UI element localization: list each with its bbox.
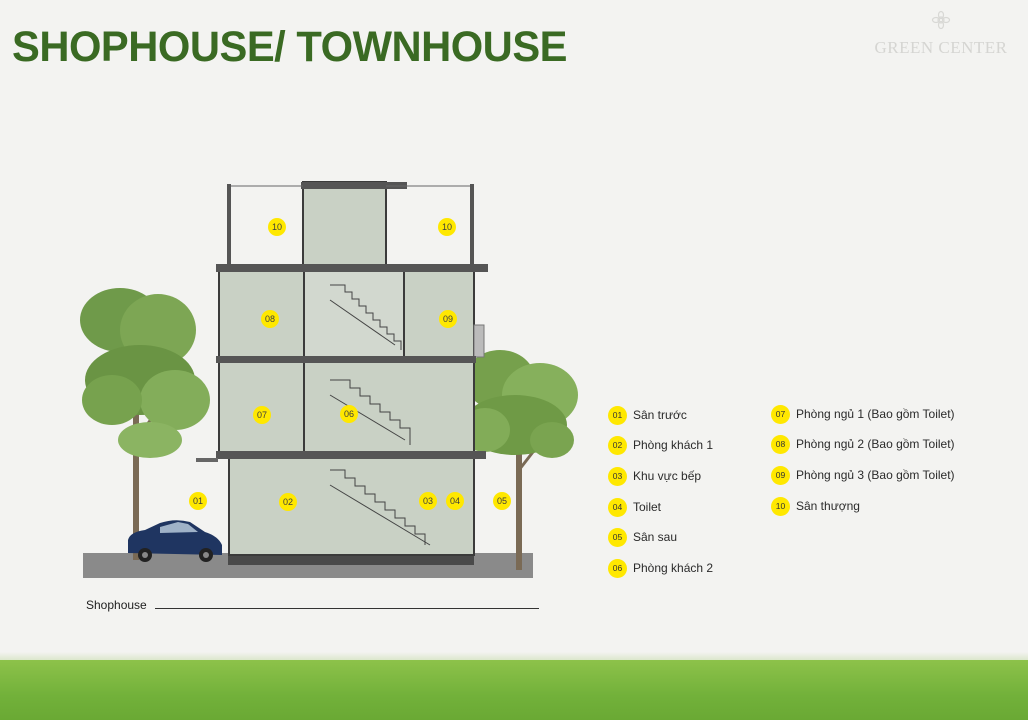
legend-label: Phòng ngủ 2 (Bao gồm Toilet) xyxy=(796,437,955,451)
page-title: SHOPHOUSE/ TOWNHOUSE xyxy=(12,23,568,71)
legend-label: Khu vực bếp xyxy=(633,469,702,483)
legend-item: 07 Phòng ngủ 1 (Bao gồm Toilet) xyxy=(771,403,955,425)
tree-icon xyxy=(460,350,578,570)
svg-text:02: 02 xyxy=(283,497,293,507)
diagram-caption: Shophouse xyxy=(86,598,147,612)
legend-badge: 10 xyxy=(771,496,790,516)
legend-label: Sân trước xyxy=(633,408,687,422)
svg-text:05: 05 xyxy=(497,496,507,506)
marker-02: 02 xyxy=(279,493,297,511)
marker-01: 01 xyxy=(189,492,207,510)
legend-label: Phòng ngủ 3 (Bao gồm Toilet) xyxy=(796,468,955,482)
slab-roof xyxy=(216,264,488,272)
legend-item: 09 Phòng ngủ 3 (Bao gồm Toilet) xyxy=(771,464,955,486)
roof-railing-right xyxy=(470,184,474,268)
marker-05: 05 xyxy=(493,492,511,510)
slab-3 xyxy=(216,356,476,363)
roof-stair-room xyxy=(302,181,387,269)
building-section xyxy=(196,181,488,556)
legend-item: 06 Phòng khách 2 xyxy=(608,557,713,579)
legend-item: 10 Sân thượng xyxy=(771,495,860,517)
car-icon xyxy=(128,520,222,562)
legend-badge: 02 xyxy=(608,435,627,455)
room-08 xyxy=(218,268,305,358)
leaf-logo-icon xyxy=(931,10,951,30)
foundation xyxy=(228,555,474,565)
legend-badge: 08 xyxy=(771,434,790,454)
legend-item: 05 Sân sau xyxy=(608,526,677,548)
marker-10a: 10 xyxy=(268,218,286,236)
staircase-icon xyxy=(329,284,431,546)
legend-item: 04 Toilet xyxy=(608,496,661,518)
legend-badge: 07 xyxy=(771,404,790,424)
footer-fade xyxy=(0,652,1028,662)
footer-grass-band xyxy=(0,660,1028,720)
svg-text:10: 10 xyxy=(272,222,282,232)
svg-text:09: 09 xyxy=(443,314,453,324)
legend-label: Phòng khách 2 xyxy=(633,561,714,575)
legend-badge: 05 xyxy=(608,527,627,547)
svg-text:06: 06 xyxy=(344,409,354,419)
legend-label: Toilet xyxy=(633,500,662,514)
legend-badge: 03 xyxy=(608,466,627,486)
room-09 xyxy=(403,268,475,358)
legend-label: Phòng khách 1 xyxy=(633,438,714,452)
legend-label: Phòng ngủ 1 (Bao gồm Toilet) xyxy=(796,407,955,421)
room-06 xyxy=(303,360,475,454)
marker-03: 03 xyxy=(419,492,437,510)
slab-2 xyxy=(216,451,486,459)
svg-text:01: 01 xyxy=(193,496,203,506)
legend-item: 08 Phòng ngủ 2 (Bao gồm Toilet) xyxy=(771,433,955,455)
tree-icon xyxy=(80,288,210,560)
svg-text:04: 04 xyxy=(450,496,460,506)
stair-well-3 xyxy=(303,268,405,358)
marker-list: 10 10 08 09 07 06 01 02 03 04 05 xyxy=(189,218,511,511)
svg-text:03: 03 xyxy=(423,496,433,506)
brand-name: GREEN CENTER xyxy=(874,38,1008,57)
caption-underline xyxy=(155,608,539,609)
svg-text:07: 07 xyxy=(257,410,267,420)
brand-logo: GREEN CENTER xyxy=(866,8,1016,68)
legend-item: 03 Khu vực bếp xyxy=(608,465,701,487)
legend-label: Sân thượng xyxy=(796,499,860,513)
roof-railing-left xyxy=(227,184,231,268)
legend-label: Sân sau xyxy=(633,530,678,544)
legend-item: 01 Sân trước xyxy=(608,404,687,426)
marker-09: 09 xyxy=(439,310,457,328)
legend-badge: 04 xyxy=(608,497,627,517)
svg-text:10: 10 xyxy=(442,222,452,232)
marker-04: 04 xyxy=(446,492,464,510)
room-02 xyxy=(228,456,475,556)
marker-08: 08 xyxy=(261,310,279,328)
legend-badge: 01 xyxy=(608,405,627,425)
marker-10b: 10 xyxy=(438,218,456,236)
legend-badge: 09 xyxy=(771,465,790,485)
svg-text:08: 08 xyxy=(265,314,275,324)
legend-badge: 06 xyxy=(608,558,627,578)
roof-canopy xyxy=(301,182,407,189)
legend-item: 02 Phòng khách 1 xyxy=(608,434,713,456)
marker-07: 07 xyxy=(253,406,271,424)
marker-06: 06 xyxy=(340,405,358,423)
